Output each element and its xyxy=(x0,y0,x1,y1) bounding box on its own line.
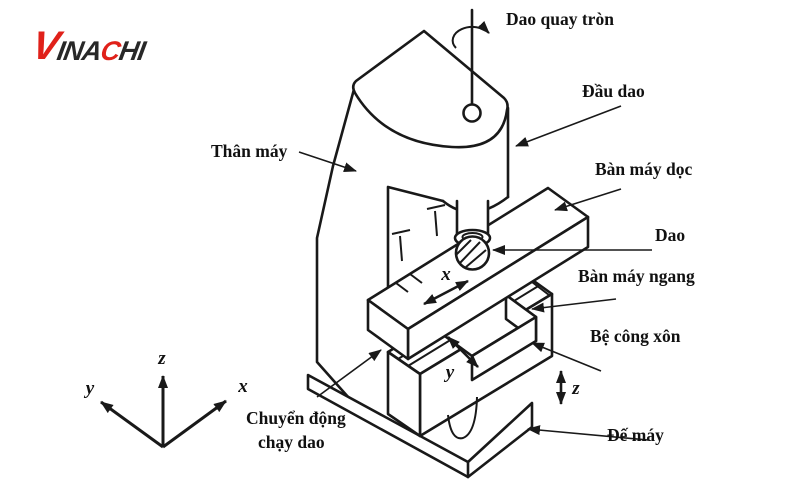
quill xyxy=(455,199,490,236)
arrow-tool-head xyxy=(515,105,622,147)
label-feed-motion-line1: Chuyển động xyxy=(246,408,346,428)
label-cross-table: Bàn máy ngang xyxy=(578,266,695,286)
label-longitudinal-table: Bàn máy dọc xyxy=(595,159,692,179)
clamp-t-mark xyxy=(426,204,446,237)
axis-y xyxy=(100,400,164,449)
label-machine-body: Thân máy xyxy=(211,141,288,161)
axis-label-x: x xyxy=(237,376,248,397)
axis-x xyxy=(162,399,227,449)
tool-cutter xyxy=(454,235,491,271)
motion-arrow-x xyxy=(423,279,469,306)
rotation-arrow xyxy=(451,20,490,49)
motion-arrow-y xyxy=(447,336,479,368)
arrow-cross-table xyxy=(531,298,617,313)
motion-arrows: x y z xyxy=(423,264,580,405)
table-slot-ticks xyxy=(395,273,423,293)
coordinate-axes: z x y xyxy=(84,348,248,449)
machine-head-shape xyxy=(351,29,510,214)
label-machine-base: Đế máy xyxy=(607,425,664,445)
spindle-top-circle xyxy=(462,103,482,123)
label-console-base: Bệ công xôn xyxy=(590,326,681,346)
motion-label-x: x xyxy=(440,264,451,285)
leader-arrows xyxy=(298,105,652,441)
arrow-console-base xyxy=(531,342,602,372)
clamp-t-mark xyxy=(391,229,411,262)
arrow-machine-body xyxy=(298,151,357,172)
motion-label-z: z xyxy=(571,378,580,399)
spindle xyxy=(451,8,490,105)
machine-column-shape xyxy=(315,80,446,409)
arrow-feed-motion xyxy=(316,349,382,398)
label-tool-head: Đầu dao xyxy=(582,81,645,101)
arrow-longitudinal-table xyxy=(554,188,622,212)
label-tool: Dao xyxy=(655,225,685,245)
tool-assembly xyxy=(453,197,492,271)
part-labels: Dao quay tròn Đầu dao Thân máy Bàn máy d… xyxy=(211,9,695,452)
label-spindle-rotation: Dao quay tròn xyxy=(506,9,614,29)
axis-label-y: y xyxy=(84,378,95,399)
tool-hatching xyxy=(455,239,487,268)
label-feed-motion-line2: chạy dao xyxy=(258,432,325,452)
motion-label-y: y xyxy=(444,362,455,383)
elevating-screw-arch xyxy=(447,396,478,440)
axis-label-z: z xyxy=(157,348,166,369)
arrow-machine-base xyxy=(527,425,649,441)
